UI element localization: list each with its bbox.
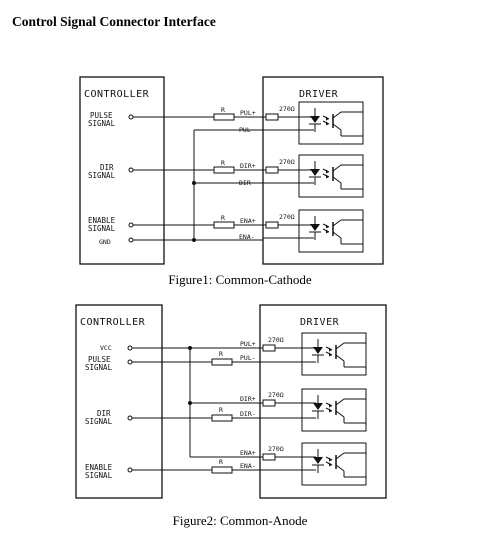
ohm-label: 270Ω: [268, 445, 284, 453]
pulse-signal-label-line2: SIGNAL: [85, 363, 113, 372]
enable-signal-label-line1: ENABLE: [88, 216, 116, 225]
pulse-signal-label-line1: PULSE: [90, 111, 113, 120]
dir-plus-label: DIR+: [240, 162, 256, 170]
pul-plus-label: PUL+: [240, 109, 256, 117]
resistor-label: R: [221, 106, 225, 114]
dir-plus-label: DIR+: [240, 395, 256, 403]
ena-minus-label: ENA-: [239, 233, 255, 241]
ohm-label: 270Ω: [279, 158, 295, 166]
resistor-label: R: [221, 159, 225, 167]
figure1-diagram: CONTROLLER DRIVER PULSE SIGNAL DIR SIGNA…: [79, 76, 384, 265]
resistor-dir: [211, 414, 233, 422]
resistor-pulse: [211, 358, 233, 366]
ena-plus-label: ENA+: [240, 449, 256, 457]
pul-minus-label: PUL-: [240, 354, 256, 362]
resistor-dir: [213, 166, 235, 174]
ohm-label: 270Ω: [268, 336, 284, 344]
dir-signal-label-line2: SIGNAL: [88, 171, 116, 180]
enable-signal-label-line1: ENABLE: [85, 463, 113, 472]
pulse-signal-label-line2: SIGNAL: [88, 119, 116, 128]
dir-signal-label-line2: SIGNAL: [85, 417, 113, 426]
resistor-enable: [211, 466, 233, 474]
ohm-label: 270Ω: [279, 213, 295, 221]
enable-signal-label-line2: SIGNAL: [85, 471, 113, 480]
dir-minus-label: DIR-: [240, 410, 256, 418]
ohm-label: 270Ω: [268, 391, 284, 399]
driver-label: DRIVER: [299, 89, 339, 100]
driver-box: [259, 304, 387, 499]
resistor-label: R: [219, 406, 223, 414]
ohm-label: 270Ω: [279, 105, 295, 113]
resistor-label: R: [219, 458, 223, 466]
ena-minus-label: ENA-: [240, 462, 256, 470]
ena-plus-label: ENA+: [240, 217, 256, 225]
resistor-pulse: [213, 113, 235, 121]
dir-signal-label-line1: DIR: [97, 409, 111, 418]
vcc-label: VCC: [100, 344, 112, 352]
pul-plus-label: PUL+: [240, 340, 256, 348]
page-title: Control Signal Connector Interface: [12, 14, 216, 29]
resistor-label: R: [221, 214, 225, 222]
driver-label: DRIVER: [300, 317, 340, 328]
figure1-caption: Figure1: Common-Cathode: [168, 272, 312, 287]
dir-signal-label-line1: DIR: [100, 163, 114, 172]
figure2-caption: Figure2: Common-Anode: [172, 513, 308, 528]
gnd-label: GND: [99, 238, 111, 246]
resistor-enable: [213, 221, 235, 229]
pulse-signal-label-line1: PULSE: [88, 355, 111, 364]
enable-signal-label-line2: SIGNAL: [88, 224, 116, 233]
resistor-label: R: [219, 350, 223, 358]
controller-box: [75, 304, 163, 499]
figure2-diagram: CONTROLLER DRIVER VCC PULSE SIGNAL DIR S…: [75, 304, 387, 499]
controller-label: CONTROLLER: [80, 317, 146, 328]
controller-label: CONTROLLER: [84, 89, 150, 100]
